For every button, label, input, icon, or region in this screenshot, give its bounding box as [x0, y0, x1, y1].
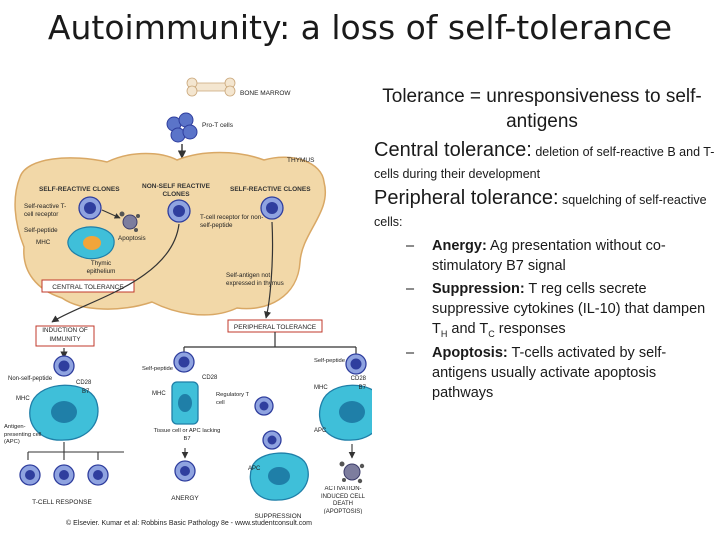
apc-icon	[29, 384, 99, 441]
peripheral-tolerance-label: Peripheral tolerance:	[374, 187, 559, 209]
thymus-label: THYMUS	[287, 157, 315, 164]
induction-of-immunity-box: INDUCTION OF IMMUNITY	[42, 327, 88, 343]
tolerance-diagram: BONE MARROW Pro-T cells THYMUS SELF-REAC…	[4, 77, 372, 527]
bullet-suppression-text: T reg cells secrete suppressive cytokine…	[432, 281, 706, 337]
mhc3-label: MHC	[152, 391, 166, 397]
t-cell-icon	[345, 353, 367, 375]
slide-title: Autoimmunity: a loss of self-tolerance	[47, 8, 673, 47]
thymic-epithelium-label: Thymic epithelium	[86, 260, 116, 275]
bullet-anergy-text: Ag presentation without co-stimulatory B…	[432, 238, 666, 274]
self-reactive-clones-2: SELF-REACTIVE CLONES	[230, 186, 311, 193]
tissue-cell-label: Tissue cell or APC lacking B7	[153, 428, 221, 442]
tissue-cell-icon	[171, 381, 199, 425]
central-tolerance-box: CENTRAL TOLERANCE	[52, 284, 124, 291]
bullet-suppression-label: Suppression:	[432, 281, 525, 297]
t-cell-icon	[262, 430, 282, 450]
t-cell-response-label: T-CELL RESPONSE	[32, 499, 92, 506]
apoptotic-cell-icon	[339, 461, 365, 484]
peripheral-tolerance-box: PERIPHERAL TOLERANCE	[234, 324, 317, 331]
apc-icon	[318, 384, 372, 441]
cd28-3-label: CD28	[351, 376, 367, 382]
thymus-shape	[14, 151, 327, 316]
self-peptide2-label: Self-peptide	[142, 366, 173, 372]
central-tolerance-text: deletion of self-reactive B and T-cells …	[374, 145, 715, 181]
central-tolerance-label: Central tolerance:	[374, 139, 532, 161]
t-cell-icon	[53, 355, 75, 377]
apoptotic-cell-icon	[119, 211, 140, 232]
central-tolerance-paragraph: Central tolerance: deletion of self-reac…	[374, 140, 716, 185]
bullet-apoptosis-label: Apoptosis:	[432, 345, 508, 361]
thymic-epithelium-icon	[67, 226, 115, 260]
t-cell-icon	[78, 196, 102, 220]
cd28-2-label: CD28	[202, 375, 218, 381]
bone-icon	[186, 77, 236, 97]
bone-marrow-label: BONE MARROW	[240, 90, 291, 97]
apoptosis-label: Apoptosis	[118, 235, 146, 242]
peripheral-tolerance-paragraph: Peripheral tolerance: squelching of self…	[374, 188, 716, 233]
self-peptide3-label: Self-peptide	[314, 358, 345, 364]
bullet-apoptosis-text: T-cells activated by self-antigens usual…	[432, 345, 667, 401]
self-reactive-clones-1: SELF-REACTIVE CLONES	[39, 186, 120, 193]
t-cell-icon	[260, 196, 284, 220]
anergic-t-cell	[174, 460, 196, 482]
b7-label: B7	[82, 389, 90, 395]
apc2-label: APC	[248, 466, 261, 472]
pro-t-cells	[166, 112, 198, 143]
bullet-suppression: – Suppression: T reg cells secrete suppr…	[406, 281, 706, 339]
aicd-label: ACTIVATION-INDUCED CELL DEATH (APOPTOSIS…	[320, 486, 365, 514]
regulatory-t-cell-icon	[254, 396, 274, 416]
copyright-line: © Elsevier. Kumar et al: Robbins Basic P…	[66, 519, 312, 527]
apc3-label: APC	[314, 428, 327, 434]
non-self-peptide-label: Non-self-peptide	[8, 376, 53, 382]
mhc4-label: MHC	[314, 385, 328, 391]
tolerance-definition: Tolerance = unresponsiveness to self-ant…	[382, 86, 702, 132]
t-cell-icon	[173, 351, 195, 373]
t-cell-clone	[53, 464, 75, 486]
t-cell-clone	[87, 464, 109, 486]
mhc2-label: MHC	[16, 396, 30, 402]
mhc-label: MHC	[36, 239, 51, 246]
t-cell-clone	[19, 464, 41, 486]
b7-3-label: B7	[359, 385, 367, 391]
t-cell-icon	[167, 199, 191, 223]
self-reactive-tcr-label: Self-reactive T-cell receptor	[24, 203, 67, 218]
tcr-non-self-label: T-cell receptor for non-self-peptide	[200, 214, 264, 229]
bullet-apoptosis: – Apoptosis: T-cells activated by self-a…	[406, 345, 667, 401]
suppression-label: SUPPRESSION	[255, 513, 302, 520]
cd28-label: CD28	[76, 380, 92, 386]
regulatory-t-label: Regulatory T cell	[216, 392, 249, 406]
non-self-reactive-clones: NON-SELF REACTIVE CLONES	[142, 183, 210, 198]
peripheral-tolerance-text: squelching of self-reactive cells:	[374, 193, 707, 229]
bullet-anergy: – Anergy: Ag presentation without co-sti…	[406, 238, 666, 274]
bullet-anergy-label: Anergy:	[432, 238, 487, 254]
apc-icon	[249, 452, 309, 501]
pro-t-label: Pro-T cells	[202, 122, 234, 129]
self-peptide-label: Self-peptide	[24, 227, 58, 234]
apc-long-label: Antigen-presenting cell (APC)	[4, 424, 42, 445]
self-antigen-not-expressed-label: Self-antigen not expressed in thymus	[226, 272, 284, 287]
anergy-label: ANERGY	[171, 495, 199, 502]
